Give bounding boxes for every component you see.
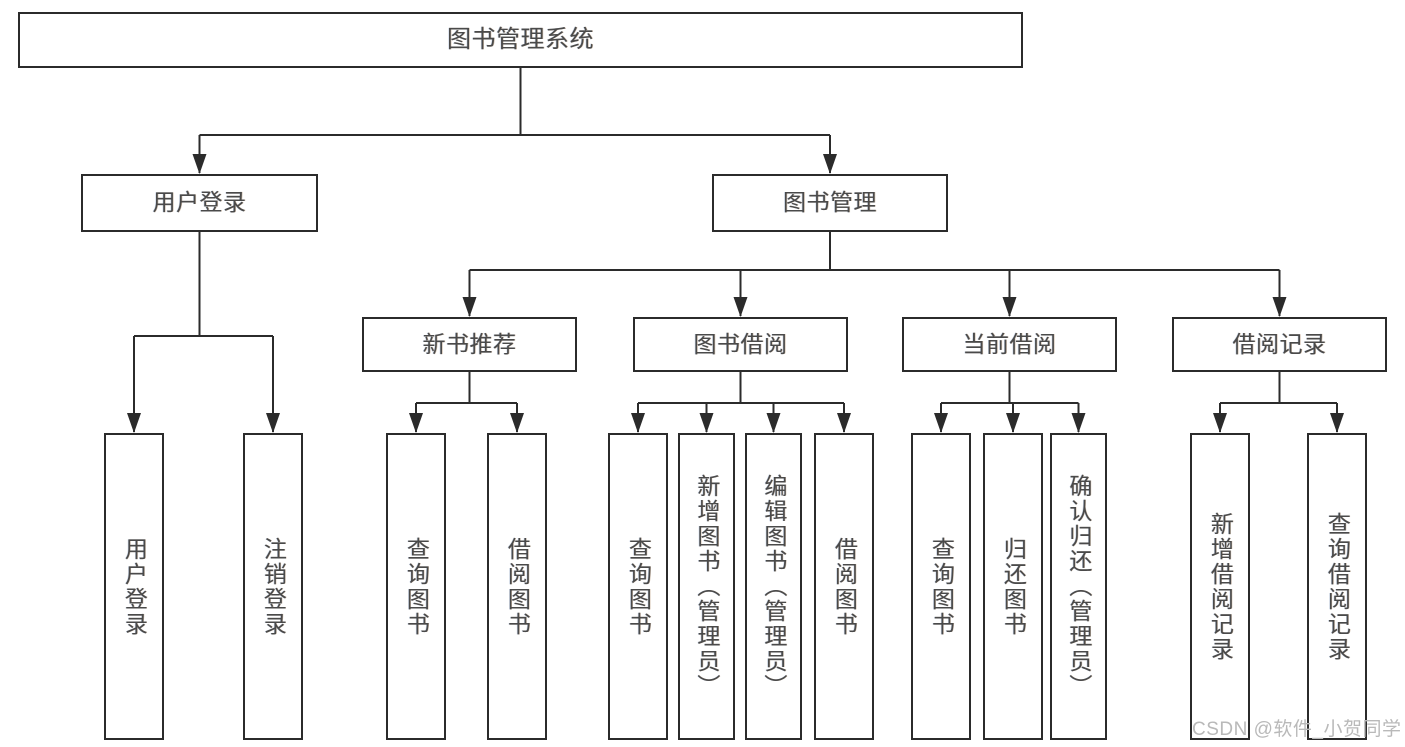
node-leaf-user-login[interactable]: 用户登录 <box>104 433 164 740</box>
node-leaf-confirm[interactable]: 确认归还（管理员） <box>1050 433 1107 740</box>
edge-currborrow-arrow-2 <box>1071 413 1086 433</box>
node-user-login[interactable]: 用户登录 <box>81 174 318 232</box>
node-label: 用户登录 <box>121 536 148 637</box>
node-label: 新增图书（管理员） <box>693 474 720 699</box>
node-label: 确认归还（管理员） <box>1065 474 1092 699</box>
edge-root-level1-arrow-1 <box>823 154 837 174</box>
csdn-watermark: CSDN @软件_小贺同学 <box>1192 719 1402 740</box>
node-leaf-query-3[interactable]: 查询图书 <box>911 433 971 740</box>
node-label: 查询图书 <box>928 536 955 637</box>
node-label: 查询图书 <box>625 536 652 637</box>
node-label: 查询借阅记录 <box>1324 511 1351 662</box>
node-leaf-logout[interactable]: 注销登录 <box>243 433 303 740</box>
edge-newbookrec-arrow-1 <box>510 413 524 433</box>
node-label: 查询图书 <box>403 536 430 637</box>
edge-bookborrow-arrow-3 <box>837 413 851 433</box>
node-leaf-add-rec[interactable]: 新增借阅记录 <box>1190 433 1250 740</box>
edge-bookborrow-arrow-1 <box>699 413 714 433</box>
edge-bookmanage-arrow-2 <box>1002 297 1017 317</box>
node-new-book-rec[interactable]: 新书推荐 <box>362 317 577 372</box>
node-current-borrow[interactable]: 当前借阅 <box>902 317 1117 372</box>
node-leaf-edit-book[interactable]: 编辑图书（管理员） <box>745 433 802 740</box>
edge-root-level1-arrow-0 <box>192 154 207 174</box>
edge-bookmanage-arrow-1 <box>733 297 748 317</box>
node-label: 借阅图书 <box>504 536 531 637</box>
node-leaf-return[interactable]: 归还图书 <box>983 433 1043 740</box>
node-leaf-borrow-1[interactable]: 借阅图书 <box>487 433 547 740</box>
edge-bookborrow-arrow-2 <box>766 413 781 433</box>
node-leaf-query-rec[interactable]: 查询借阅记录 <box>1307 433 1367 740</box>
node-root[interactable]: 图书管理系统 <box>18 12 1023 68</box>
node-book-borrow[interactable]: 图书借阅 <box>633 317 848 372</box>
node-label: 借阅记录 <box>1232 330 1327 357</box>
node-leaf-add-book[interactable]: 新增图书（管理员） <box>678 433 735 740</box>
node-label: 图书管理系统 <box>447 25 594 53</box>
node-label: 新增借阅记录 <box>1207 511 1234 662</box>
edge-currborrow-arrow-0 <box>934 413 948 433</box>
edge-userlogin-arrow-0 <box>127 413 141 433</box>
node-label: 当前借阅 <box>962 330 1057 357</box>
edge-currborrow-arrow-1 <box>1006 413 1020 433</box>
node-label: 注销登录 <box>260 536 287 637</box>
node-leaf-query-1[interactable]: 查询图书 <box>386 433 446 740</box>
node-book-manage[interactable]: 图书管理 <box>712 174 948 232</box>
edge-bookmanage-arrow-0 <box>462 297 477 317</box>
node-borrow-record[interactable]: 借阅记录 <box>1172 317 1387 372</box>
node-label: 归还图书 <box>1000 536 1027 637</box>
node-label: 编辑图书（管理员） <box>760 474 787 699</box>
edge-bookmanage-arrow-3 <box>1272 297 1287 317</box>
edge-bookborrow-arrow-0 <box>631 413 645 433</box>
edge-newbookrec-arrow-0 <box>409 413 423 433</box>
edge-borrowrecord-arrow-1 <box>1330 413 1344 433</box>
edge-borrowrecord-arrow-0 <box>1213 413 1227 433</box>
node-leaf-borrow-2[interactable]: 借阅图书 <box>814 433 874 740</box>
node-label: 借阅图书 <box>831 536 858 637</box>
edge-userlogin-arrow-1 <box>266 413 280 433</box>
node-label: 新书推荐 <box>422 330 517 357</box>
node-label: 图书管理 <box>783 189 877 216</box>
node-label: 图书借阅 <box>693 330 788 357</box>
node-label: 用户登录 <box>152 189 247 216</box>
node-leaf-query-2[interactable]: 查询图书 <box>608 433 668 740</box>
